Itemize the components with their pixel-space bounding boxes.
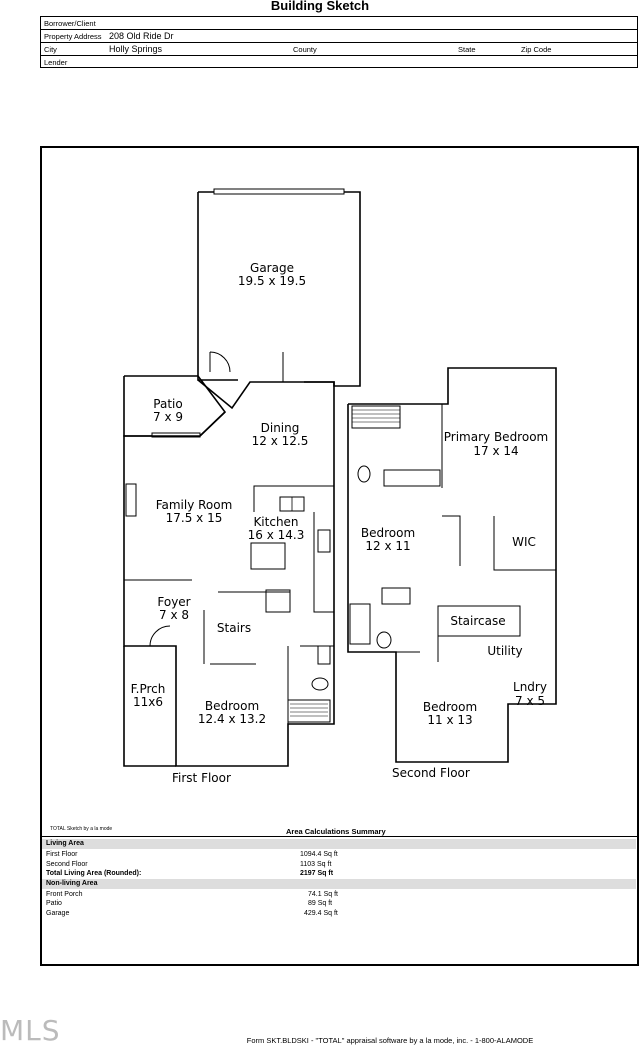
city-label: City <box>44 45 57 54</box>
sketch-note: TOTAL Sketch by a la mode <box>50 826 113 832</box>
sketch-frame <box>40 146 639 966</box>
second-floor-label: Second Floor <box>392 766 470 780</box>
patio-dimensions: 7 x 9 <box>153 410 183 424</box>
dining-dimensions: 12 x 12.5 <box>252 434 309 448</box>
total-living-area-value: 2197 Sq ft <box>300 870 334 877</box>
total-living-area-label: Total Living Area (Rounded): <box>46 870 142 877</box>
address-row: Property Address 208 Old Ride Dr <box>41 30 637 43</box>
garage-area-value: 429.4 Sq ft <box>304 910 338 917</box>
bedroom-2-dimensions: 12 x 11 <box>365 539 410 553</box>
patio-area-value: 89 Sq ft <box>308 900 333 907</box>
garage-walls <box>198 191 361 387</box>
stairs-label: Stairs <box>217 621 251 635</box>
dining-label: Dining <box>261 421 300 435</box>
first-floor-area-value: 1094.4 Sq ft <box>300 851 338 858</box>
laundry-dimensions: 7 x 5 <box>515 694 545 708</box>
second-floor-area-label: Second Floor <box>46 861 88 868</box>
bedroom-1-dimensions: 12.4 x 13.2 <box>198 712 266 726</box>
zip-label: Zip Code <box>521 45 552 54</box>
lender-row: Lender <box>41 56 637 69</box>
address-label: Property Address <box>44 32 102 41</box>
summary-title: Area Calculations Summary <box>286 827 386 836</box>
county-label: County <box>293 45 317 54</box>
borrower-row: Borrower/Client <box>41 17 637 30</box>
borrower-label: Borrower/Client <box>44 19 96 28</box>
patio-label: Patio <box>153 397 182 411</box>
form-footer: Form SKT.BLDSKI - "TOTAL" appraisal soft… <box>246 1036 534 1045</box>
first-floor-area-label: First Floor <box>46 851 78 858</box>
page-title: Building Sketch <box>270 0 370 13</box>
garage-dimensions: 19.5 x 19.5 <box>238 274 306 288</box>
front-porch-area-value: 74.1 Sq ft <box>308 891 338 898</box>
city-row: City Holly Springs County State Zip Code <box>41 43 637 56</box>
lender-label: Lender <box>44 58 68 67</box>
state-label: State <box>458 45 476 54</box>
patio-area-label: Patio <box>46 900 62 907</box>
front-porch-label: F.Prch <box>131 682 166 696</box>
first-floor-walls <box>123 379 335 767</box>
staircase-label: Staircase <box>450 614 505 628</box>
second-floor-area-value: 1103 Sq ft <box>300 861 332 868</box>
primary-bedroom-dimensions: 17 x 14 <box>473 444 518 458</box>
foyer-label: Foyer <box>157 595 190 609</box>
bedroom-1-label: Bedroom <box>205 699 259 713</box>
garage-door <box>213 188 345 195</box>
property-info-table: Borrower/Client Property Address 208 Old… <box>40 16 638 68</box>
utility-label: Utility <box>487 644 522 658</box>
wic-label: WIC <box>512 535 536 549</box>
address-value: 208 Old Ride Dr <box>109 31 174 41</box>
front-porch-dimensions: 11x6 <box>133 695 163 709</box>
bedroom-3-label: Bedroom <box>423 700 477 714</box>
primary-bedroom-label: Primary Bedroom <box>444 430 548 444</box>
first-floor-label: First Floor <box>172 771 231 785</box>
garage-label: Garage <box>250 261 294 275</box>
city-value: Holly Springs <box>109 44 163 54</box>
bedroom-3-dimensions: 11 x 13 <box>427 713 472 727</box>
family-room-label: Family Room <box>156 498 233 512</box>
bedroom-2-label: Bedroom <box>361 526 415 540</box>
kitchen-dimensions: 16 x 14.3 <box>248 528 305 542</box>
foyer-dimensions: 7 x 8 <box>159 608 189 622</box>
room-labels: Garage 19.5 x 19.5 Patio 7 x 9 Dining 12… <box>131 261 549 727</box>
front-porch-area-label: Front Porch <box>46 891 83 898</box>
garage-entry-door <box>209 351 231 373</box>
summary-divider <box>40 836 637 837</box>
garage-area-label: Garage <box>46 910 70 917</box>
mls-watermark: MLS <box>0 1014 61 1047</box>
second-floor-walls <box>347 367 557 763</box>
laundry-label: Lndry <box>513 680 547 694</box>
family-room-dimensions: 17.5 x 15 <box>166 511 223 525</box>
living-area-heading: Living Area <box>42 839 636 849</box>
kitchen-label: Kitchen <box>253 515 298 529</box>
non-living-area-heading: Non-living Area <box>42 879 636 889</box>
